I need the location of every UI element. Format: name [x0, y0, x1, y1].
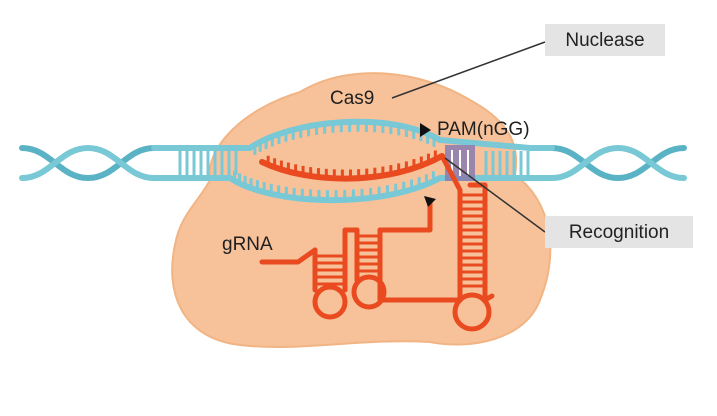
nuclease-leader-line — [391, 41, 546, 99]
pam-region — [445, 145, 475, 181]
nuclease-label: Nuclease — [565, 30, 644, 51]
dna-left-helix — [19, 144, 179, 182]
pam-label: PAM(nGG) — [437, 119, 530, 140]
dna-top-strand — [173, 118, 533, 151]
dna-bottom-strand — [173, 175, 533, 204]
grna-scaffold — [259, 153, 495, 332]
dna-bottom-strand-bases — [233, 170, 435, 199]
grna-spacer — [259, 153, 445, 182]
recognition-label: Recognition — [569, 222, 669, 243]
dna-top-strand-bases — [253, 123, 436, 155]
grna-scaffold-base-pairs — [317, 193, 483, 288]
dna-base-pairs — [178, 151, 530, 175]
recognition-leader-line — [444, 157, 546, 233]
grna-spacer-bases — [266, 150, 437, 177]
dna-right-helix — [527, 144, 687, 182]
pam-arrow-top — [420, 123, 431, 137]
recognition-label-box — [545, 216, 693, 248]
nuclease-label-box — [545, 24, 665, 56]
pam-arrow-bottom — [424, 196, 436, 207]
grna-label: gRNA — [222, 234, 273, 255]
cas9-label: Cas9 — [330, 88, 374, 109]
